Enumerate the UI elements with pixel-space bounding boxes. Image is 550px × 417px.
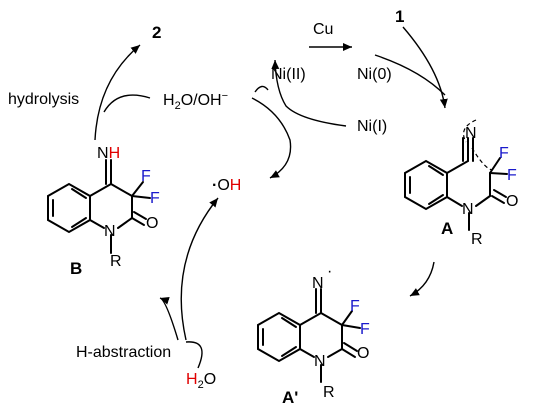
compound-a-prime-r-group: R — [323, 384, 335, 401]
ni-0-to-ni-i-arrow — [374, 54, 446, 96]
compound-a-prime-fluorine-2: F — [360, 321, 370, 338]
compound-b-label: B — [70, 259, 82, 278]
compound-a-electron-arrow-2 — [463, 119, 477, 143]
compound-b-fluorine-1: F — [141, 168, 151, 185]
hydrolysis-label: hydrolysis — [8, 91, 79, 108]
compound-a-prime-structure — [257, 288, 361, 383]
water-hydroxide-label: H2O/OH− — [163, 90, 228, 112]
hydroxyl-radical: ·OH — [212, 177, 241, 194]
compound-a-prime-ring-n: N — [314, 353, 326, 370]
compound-a-fluorine-1: F — [499, 145, 509, 162]
compound-a-prime-label: A' — [282, 388, 298, 407]
compound-b-fluorine-2: F — [150, 190, 160, 207]
compound-a-nitrile-n: N — [465, 125, 477, 142]
h-abstraction-label: H-abstraction — [76, 344, 171, 361]
water-reactant: H2O — [186, 371, 216, 391]
compound-a-fluorine-2: F — [507, 167, 517, 184]
cu-label: Cu — [313, 21, 333, 38]
hydrolysis-product-label: 2 — [152, 23, 161, 42]
compound-a-r-group: R — [471, 231, 483, 248]
ni-0-label: Ni(0) — [357, 66, 392, 83]
water-return-arrow — [254, 85, 269, 93]
compound-a-prime-imine-radical: · — [327, 263, 332, 280]
compound-b-ring-n: N — [104, 223, 116, 240]
compound-b-r-group: R — [110, 253, 122, 270]
start-compound-label: 1 — [395, 7, 404, 26]
compound-a-ring-n: N — [462, 201, 474, 218]
water-to-radical-arrow — [185, 341, 203, 369]
start-compound-arrow — [402, 26, 448, 109]
ni-i-return-arrow — [271, 59, 347, 127]
compound-a-label: A — [441, 219, 453, 238]
radical-formation-arrow — [180, 197, 219, 341]
compound-b-carbonyl-o: O — [146, 215, 158, 232]
h-abstraction-arrow-up — [159, 297, 179, 341]
compound-b-structure — [47, 159, 151, 254]
compound-a-prime-fluorine-1: F — [350, 298, 360, 315]
ni-i-label: Ni(I) — [357, 118, 387, 135]
compound-a-prime-carbonyl-o: O — [357, 345, 369, 362]
ni-ii-label: Ni(II) — [271, 66, 306, 83]
a-to-a-prime-arrow — [409, 261, 435, 297]
compound-a-carbonyl-o: O — [506, 193, 518, 210]
compound-a-electron-arrow — [471, 147, 493, 171]
compound-a-prime-imine-n: N — [312, 275, 324, 292]
compound-a-structure — [404, 137, 508, 231]
water-cycle-arrow — [251, 97, 292, 179]
hydrolysis-arrow — [94, 44, 141, 141]
hydrolysis-water-arrow — [103, 94, 151, 113]
compound-b-imine-n: NH — [97, 145, 120, 162]
